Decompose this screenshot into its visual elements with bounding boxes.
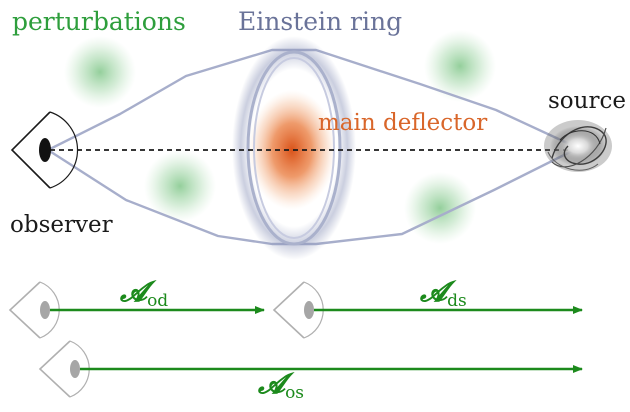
observer-label: observer [10, 212, 113, 238]
arrow-od-label: 𝓐od [119, 275, 168, 311]
perturbation-blob [144, 150, 216, 222]
source-label: source [548, 88, 626, 114]
perturbations-label: perturbations [12, 7, 186, 36]
eye-icon [8, 281, 60, 339]
arrow-os-label: 𝓐os [257, 367, 304, 403]
einstein-ring-label: Einstein ring [238, 7, 402, 36]
perturbations-group [64, 30, 496, 244]
eye-icon [10, 111, 79, 189]
main-deflector-label: main deflector [318, 110, 487, 136]
perturbation-blob [404, 172, 476, 244]
perturbation-blob [64, 36, 136, 108]
galaxy-icon [544, 120, 612, 172]
arrow-ds-label: 𝓐ds [419, 275, 467, 311]
eye-icon [38, 340, 90, 398]
einstein-ring [232, 36, 356, 260]
eye-icon [272, 281, 324, 339]
perturbation-blob [424, 30, 496, 102]
